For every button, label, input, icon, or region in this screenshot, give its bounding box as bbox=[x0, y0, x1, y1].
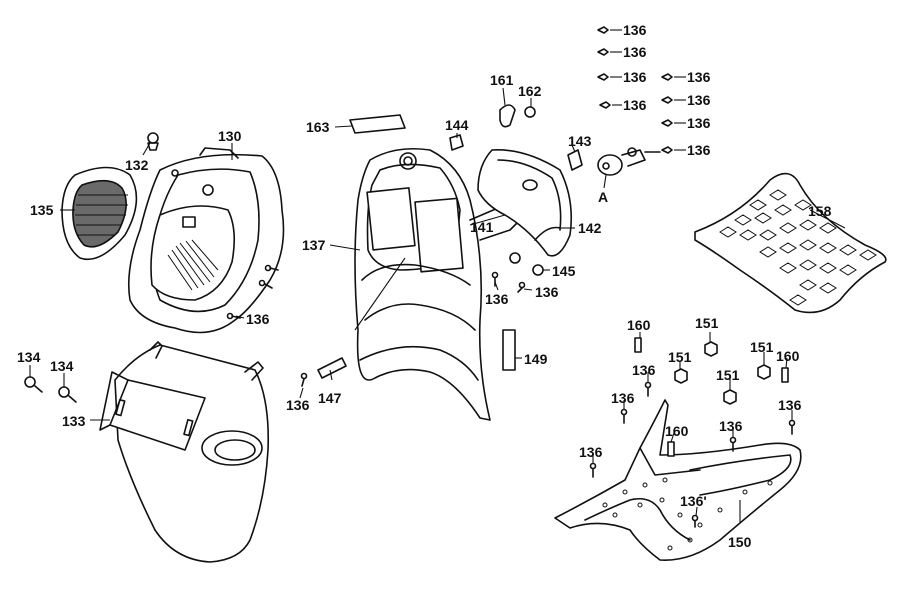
label-134-a: 134 bbox=[17, 349, 41, 365]
nut-part-145 bbox=[509, 252, 544, 276]
glovebox-lid-part-142 bbox=[477, 149, 573, 257]
label-143: 143 bbox=[568, 133, 592, 149]
label-142: 142 bbox=[578, 220, 602, 236]
label-160-b: 160 bbox=[776, 348, 800, 364]
label-plate-part-163 bbox=[349, 114, 406, 134]
leader-lines bbox=[29, 87, 846, 522]
cowl-screws bbox=[226, 264, 279, 320]
label-133: 133 bbox=[62, 413, 86, 429]
floor-board-part-150 bbox=[554, 399, 802, 561]
label-136-key-6: 136 bbox=[687, 92, 711, 108]
label-136-panel-b: 136 bbox=[535, 284, 559, 300]
mat-tread-pattern bbox=[719, 189, 877, 306]
label-141: 141 bbox=[470, 219, 494, 235]
ignition-lock-assembly bbox=[597, 147, 661, 176]
label-136-cowl: 136 bbox=[246, 311, 270, 327]
hook-part-161 bbox=[499, 104, 516, 128]
label-136-key-4: 136 bbox=[623, 97, 647, 113]
screws-part-134 bbox=[24, 376, 77, 403]
label-158: 158 bbox=[808, 203, 832, 219]
label-150: 150 bbox=[728, 534, 752, 550]
label-134-b: 134 bbox=[50, 358, 74, 374]
label-130: 130 bbox=[218, 128, 242, 144]
label-162: 162 bbox=[518, 83, 542, 99]
label-161: 161 bbox=[490, 72, 514, 88]
label-160-a: 160 bbox=[627, 317, 651, 333]
label-136-key-8: 136 bbox=[687, 142, 711, 158]
label-136-panel-a: 136 bbox=[485, 291, 509, 307]
floor-mat-part-158 bbox=[694, 172, 887, 314]
label-144: 144 bbox=[445, 117, 469, 133]
label-136-floor-6: 136' bbox=[680, 493, 707, 509]
label-147: 147 bbox=[318, 390, 342, 406]
part-number-labels: 130 132 135 136 134 134 133 163 144 161 … bbox=[17, 22, 832, 550]
headlight-lens-part-135 bbox=[61, 166, 138, 260]
label-a: A bbox=[598, 189, 608, 205]
plate-part-147 bbox=[317, 357, 347, 379]
label-135: 135 bbox=[30, 202, 54, 218]
label-136-floor-5: 136 bbox=[579, 444, 603, 460]
label-136-floor-1: 136 bbox=[632, 362, 656, 378]
loose-screws-136 bbox=[597, 26, 686, 154]
nut-part-162 bbox=[524, 106, 536, 118]
bolt-part-132 bbox=[147, 132, 159, 151]
label-136-key-7: 136 bbox=[687, 115, 711, 131]
label-136-key-2: 136 bbox=[623, 44, 647, 60]
label-151-a: 151 bbox=[695, 315, 719, 331]
reflector-part-149 bbox=[502, 329, 516, 371]
label-151-b: 151 bbox=[668, 349, 692, 365]
label-136-floor-4: 136 bbox=[719, 418, 743, 434]
cowl-grille bbox=[167, 239, 219, 291]
label-136-panel-c: 136 bbox=[286, 397, 310, 413]
label-136-floor-2: 136 bbox=[611, 390, 635, 406]
label-136-floor-3: 136 bbox=[778, 397, 802, 413]
label-137: 137 bbox=[302, 237, 326, 253]
label-136-key-5: 136 bbox=[687, 69, 711, 85]
label-163: 163 bbox=[306, 119, 330, 135]
label-151-d: 151 bbox=[716, 367, 740, 383]
inner-leg-shield-part-137 bbox=[354, 147, 491, 421]
bracket-part-143 bbox=[567, 149, 583, 171]
label-136-key-3: 136 bbox=[623, 69, 647, 85]
label-136-key-1: 136 bbox=[623, 22, 647, 38]
label-160-c: 160 bbox=[665, 423, 689, 439]
label-145: 145 bbox=[552, 263, 576, 279]
label-132: 132 bbox=[125, 157, 149, 173]
floor-board-holes bbox=[602, 477, 773, 551]
front-cowl-part-130 bbox=[127, 147, 285, 334]
label-149: 149 bbox=[524, 351, 548, 367]
lower-front-cover-part-133 bbox=[99, 341, 270, 563]
label-151-c: 151 bbox=[750, 339, 774, 355]
